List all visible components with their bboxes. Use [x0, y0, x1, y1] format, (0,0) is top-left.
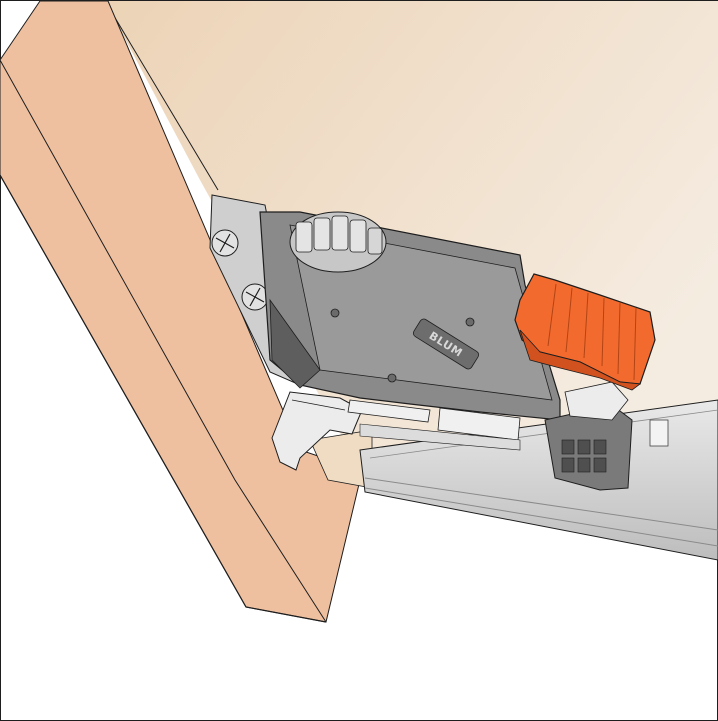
guide-slot — [347, 399, 431, 423]
rail-line-1 — [364, 477, 718, 531]
side-panel-edge-line — [0, 59, 327, 623]
rail-line-3 — [369, 409, 718, 459]
body-hole — [330, 308, 340, 318]
rear-catch-grid — [561, 439, 607, 473]
screw-icon — [211, 229, 239, 257]
rail-line-2 — [364, 487, 718, 547]
side-panel-outline — [0, 174, 327, 623]
body-hole — [387, 373, 397, 383]
body-hole — [465, 317, 475, 327]
rear-catch-white — [564, 381, 629, 421]
cabinet-top-edge — [104, 0, 219, 191]
release-lever — [514, 273, 656, 391]
guide-slot — [359, 423, 521, 451]
rail-slot — [649, 419, 669, 447]
screw-icon — [241, 283, 269, 311]
locking-device-dark-side — [269, 298, 321, 389]
clip-detail — [291, 399, 346, 411]
adjustment-wheel — [289, 211, 387, 273]
front-clip — [271, 391, 363, 471]
